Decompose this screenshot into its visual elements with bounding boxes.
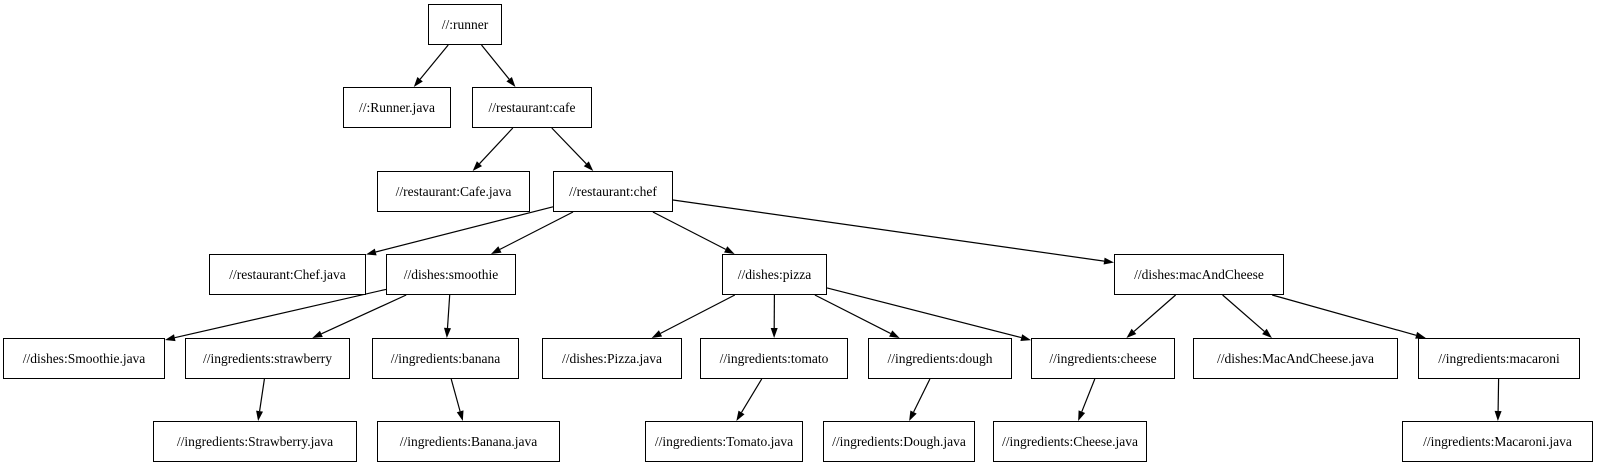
- graph-node-dough_java: //ingredients:Dough.java: [823, 421, 975, 462]
- edge-macandcheese-to-macandcheese_java: [1222, 294, 1265, 332]
- edge-macaroni-to-macaroni_java: [1497, 378, 1500, 412]
- graph-node-tomato: //ingredients:tomato: [700, 338, 848, 379]
- arrowhead-banana-to-banana_java: [456, 410, 464, 421]
- edge-cafe-to-cafe_java: [479, 127, 514, 165]
- edge-cafe-to-chef: [551, 127, 587, 165]
- arrowhead-dough-to-dough_java: [909, 410, 917, 421]
- graph-node-cafe: //restaurant:cafe: [472, 87, 592, 128]
- graph-node-chef_java: //restaurant:Chef.java: [209, 254, 366, 295]
- graph-node-strawberry_java: //ingredients:Strawberry.java: [153, 421, 357, 462]
- edge-chef-to-smoothie: [499, 211, 574, 250]
- graph-node-cheese_java: //ingredients:Cheese.java: [993, 421, 1147, 462]
- edge-tomato-to-tomato_java: [740, 378, 763, 413]
- arrowhead-runner-to-runner_java: [413, 77, 423, 87]
- graph-node-chef: //restaurant:chef: [553, 171, 673, 212]
- arrowhead-smoothie-to-smoothie_java: [165, 334, 176, 342]
- graph-node-banana_java: //ingredients:Banana.java: [377, 421, 560, 462]
- edge-cheese-to-cheese_java: [1081, 378, 1096, 412]
- graph-node-banana: //ingredients:banana: [372, 338, 519, 379]
- graph-node-runner_java: //:Runner.java: [343, 87, 451, 128]
- graph-node-macandcheese: //dishes:macAndCheese: [1114, 254, 1284, 295]
- graph-node-dough: //ingredients:dough: [868, 338, 1012, 379]
- edge-chef-to-macandcheese: [672, 199, 1105, 262]
- arrowhead-strawberry-to-strawberry_java: [256, 410, 263, 421]
- graph-node-cafe_java: //restaurant:Cafe.java: [377, 171, 530, 212]
- graph-node-macaroni: //ingredients:macaroni: [1418, 338, 1580, 379]
- arrowhead-pizza-to-dough: [889, 330, 900, 338]
- arrowhead-macandcheese-to-cheese: [1126, 328, 1137, 338]
- edge-macandcheese-to-macaroni: [1272, 294, 1417, 336]
- arrowhead-chef-to-macandcheese: [1103, 257, 1114, 265]
- edge-smoothie-to-smoothie_java: [174, 288, 387, 339]
- arrowhead-pizza-to-tomato: [770, 328, 778, 338]
- edge-runner-to-runner_java: [419, 44, 449, 80]
- arrowhead-macandcheese-to-macandcheese_java: [1262, 328, 1272, 338]
- arrowhead-macandcheese-to-macaroni: [1415, 331, 1426, 339]
- edge-smoothie-to-banana: [446, 294, 451, 329]
- arrowhead-cafe-to-cafe_java: [472, 161, 482, 171]
- graph-node-macandcheese_java: //dishes:MacAndCheese.java: [1193, 338, 1398, 379]
- edge-smoothie-to-strawberry: [321, 294, 407, 335]
- graph-node-tomato_java: //ingredients:Tomato.java: [645, 421, 803, 462]
- edge-dough-to-dough_java: [913, 378, 931, 413]
- edge-pizza-to-cheese: [826, 287, 1022, 339]
- graph-node-smoothie: //dishes:smoothie: [386, 254, 516, 295]
- arrowhead-smoothie-to-strawberry: [312, 330, 323, 338]
- arrowhead-runner-to-cafe: [506, 77, 516, 87]
- arrowhead-smoothie-to-banana: [444, 327, 451, 338]
- graph-node-strawberry: //ingredients:strawberry: [185, 338, 350, 379]
- arrowhead-chef-to-chef_java: [366, 248, 377, 256]
- edge-pizza-to-dough: [814, 294, 891, 335]
- graph-node-pizza_java: //dishes:Pizza.java: [542, 338, 682, 379]
- edge-strawberry-to-strawberry_java: [259, 378, 265, 412]
- edge-macandcheese-to-cheese: [1133, 294, 1176, 332]
- graph-node-smoothie_java: //dishes:Smoothie.java: [3, 338, 165, 379]
- edge-pizza-to-pizza_java: [660, 294, 736, 334]
- arrowhead-pizza-to-pizza_java: [651, 330, 663, 338]
- graph-node-macaroni_java: //ingredients:Macaroni.java: [1402, 421, 1593, 462]
- arrowhead-macaroni-to-macaroni_java: [1494, 410, 1502, 421]
- arrowhead-pizza-to-cheese: [1020, 334, 1031, 341]
- edge-runner-to-cafe: [481, 44, 510, 80]
- graph-node-runner: //:runner: [428, 4, 502, 45]
- edge-banana-to-banana_java: [450, 378, 461, 412]
- graph-node-cheese: //ingredients:cheese: [1031, 338, 1175, 379]
- arrowhead-tomato-to-tomato_java: [736, 410, 745, 421]
- edge-chef-to-chef_java: [375, 206, 554, 253]
- edge-chef-to-pizza: [652, 211, 726, 250]
- arrowhead-cheese-to-cheese_java: [1078, 410, 1086, 421]
- graph-node-pizza: //dishes:pizza: [722, 254, 827, 295]
- arrowhead-chef-to-smoothie: [491, 246, 502, 254]
- arrowhead-chef-to-pizza: [724, 246, 735, 254]
- arrowhead-cafe-to-chef: [583, 161, 594, 171]
